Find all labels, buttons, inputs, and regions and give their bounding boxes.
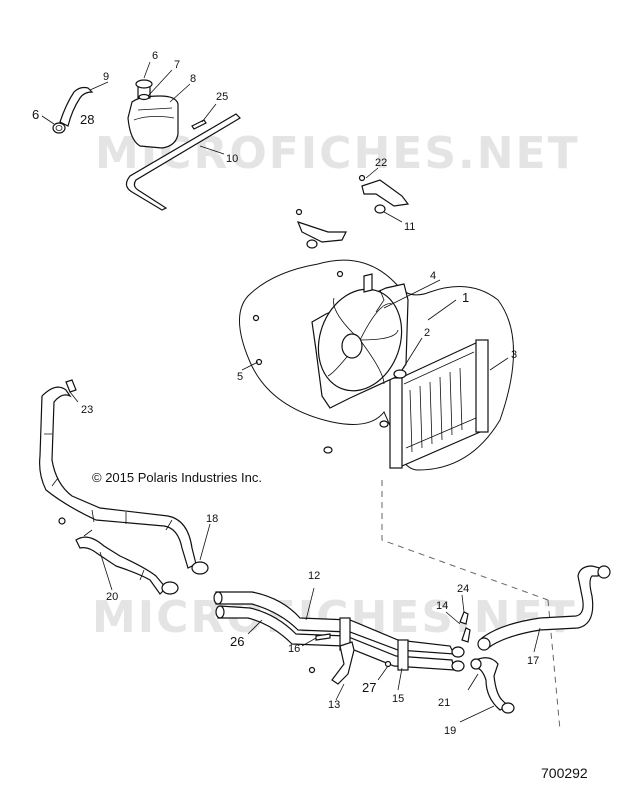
callout-24: 24 [457, 583, 469, 595]
overflow-hose-28 [59, 86, 94, 127]
callout-3: 3 [511, 349, 517, 361]
bleeder-24 [461, 627, 471, 643]
fan-motor-hub [341, 333, 363, 359]
screw-25 [191, 119, 207, 130]
bolt-22 [358, 174, 366, 182]
callout-6-cap: 6 [152, 50, 158, 62]
bolt-16 [315, 633, 331, 641]
callout-20: 20 [106, 591, 118, 603]
hose-clamp-6 [52, 122, 66, 134]
tube-clamp-a [451, 646, 465, 658]
nut-c [323, 446, 333, 454]
hose-clamp-20 [161, 581, 179, 595]
callout-21: 21 [438, 697, 450, 709]
callout-4: 4 [430, 270, 436, 282]
callout-6-clamp: 6 [32, 107, 39, 122]
nut-11 [374, 204, 386, 214]
grommet-2 [393, 369, 407, 379]
callout-1: 1 [462, 290, 469, 305]
callout-19: 19 [444, 725, 456, 737]
hose-clamp-17 [597, 565, 611, 579]
nut-27 [384, 660, 392, 668]
callout-12: 12 [308, 570, 320, 582]
nut-d [379, 420, 389, 428]
figure-number: 700292 [541, 765, 588, 781]
callout-18: 18 [206, 513, 218, 525]
callout-28: 28 [80, 112, 94, 127]
callout-23: 23 [81, 404, 93, 416]
coolant-tubes [213, 591, 465, 685]
hose-clamp-18 [191, 561, 209, 575]
radiator-3 [389, 339, 489, 469]
callout-numbers: 6 7 8 9 6 28 25 10 22 11 1 4 2 3 5 23 18… [32, 50, 539, 737]
upper-hose-18 [39, 386, 197, 569]
tube-bracket-13 [331, 641, 355, 685]
lower-hose-20 [75, 536, 167, 595]
hose-clamp-17b [477, 637, 491, 651]
tube-end-b [215, 605, 225, 619]
bolt-bracket [295, 208, 303, 216]
coolant-reservoir-8 [127, 95, 179, 149]
nut-bracket [306, 239, 318, 249]
left-hoses [39, 379, 209, 595]
coolant-reservoir-assembly [52, 79, 241, 211]
cap-seal-7 [138, 93, 150, 101]
hose-clamp-21 [470, 658, 482, 670]
fitting-20 [58, 517, 66, 525]
callout-14: 14 [436, 600, 448, 612]
callout-27: 27 [362, 680, 376, 695]
right-hoses [459, 565, 611, 714]
callout-7: 7 [174, 59, 180, 71]
callout-10: 10 [226, 153, 238, 165]
callout-26: 26 [230, 634, 244, 649]
leader-lines [41, 61, 541, 723]
nut-b [336, 270, 344, 278]
callout-5: 5 [237, 371, 243, 383]
callout-11: 11 [404, 221, 415, 233]
bolt-5 [255, 358, 263, 366]
callout-17: 17 [527, 655, 539, 667]
callout-25: 25 [216, 91, 228, 103]
callout-16: 16 [288, 643, 300, 655]
reservoir-bracket-10 [125, 113, 241, 211]
mounting-brackets [295, 174, 410, 249]
reservoir-cap-6 [135, 79, 153, 89]
callout-8: 8 [190, 73, 196, 85]
bracket-lower [296, 221, 347, 243]
radiator-tank-left [389, 377, 403, 469]
callout-15: 15 [392, 693, 404, 705]
vent-fitting-23 [65, 379, 77, 393]
fan-assembly-4 [311, 273, 409, 409]
bolt-13 [308, 666, 316, 674]
tube-end-a [213, 591, 223, 605]
callout-22: 22 [375, 157, 387, 169]
fan-connector [363, 273, 373, 293]
fitting-14 [459, 611, 469, 625]
radiator-assembly-outline-1 [239, 259, 514, 471]
tube-clip-15 [397, 639, 409, 671]
callout-9: 9 [103, 71, 109, 83]
callout-13: 13 [328, 699, 340, 711]
radiator-tank-right [475, 339, 489, 433]
copyright-notice: © 2015 Polaris Industries Inc. [92, 470, 262, 485]
bracket-22 [361, 179, 410, 207]
callout-2: 2 [424, 327, 430, 339]
hose-clamp-19 [501, 702, 515, 714]
tube-clamp-b [451, 660, 465, 672]
dashed-leader-upper [381, 480, 549, 601]
nut-a [252, 314, 260, 322]
